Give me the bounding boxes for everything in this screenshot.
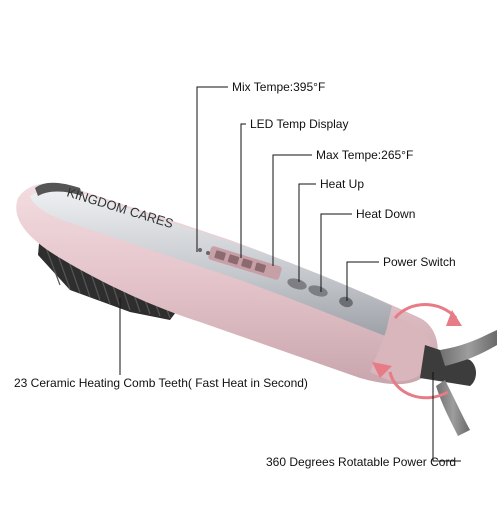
label-heat-down: Heat Down: [356, 207, 416, 221]
label-heat-up: Heat Up: [320, 177, 365, 191]
label-max-temp-high: Mix Tempe:395°F: [232, 80, 326, 94]
label-power-switch: Power Switch: [383, 255, 456, 269]
label-led-display: LED Temp Display: [250, 117, 349, 131]
leader-lines: [119, 86, 461, 462]
device-body: [16, 182, 476, 386]
label-power-cord: 360 Degrees Rotatable Power Cord: [266, 455, 457, 469]
rotation-arrows: [372, 303, 462, 400]
label-max-temp-low: Max Tempe:265°F: [316, 148, 414, 162]
label-comb-teeth: 23 Ceramic Heating Comb Teeth( Fast Heat…: [14, 376, 308, 390]
